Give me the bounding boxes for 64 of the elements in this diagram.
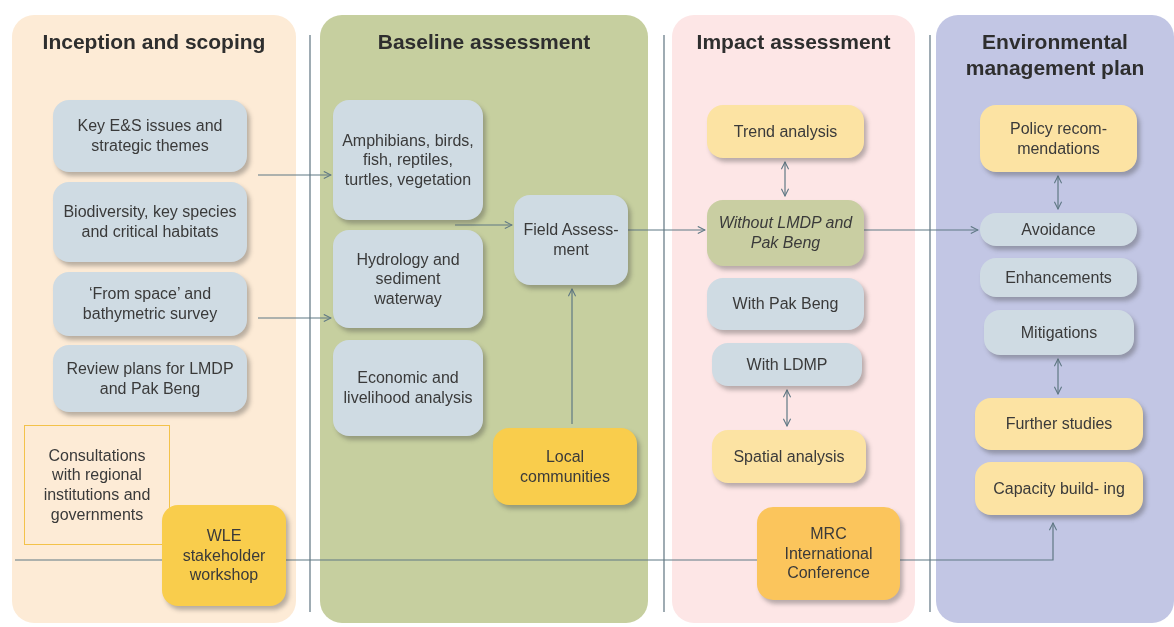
box-label: Enhancements <box>1005 267 1112 288</box>
box-label: Economic and livelihood analysis <box>342 368 474 408</box>
phase-panel <box>936 15 1174 623</box>
phase-panel <box>12 15 296 623</box>
box-label: Without LMDP and Pak Beng <box>717 213 854 253</box>
process-box <box>53 345 247 412</box>
box-label: Amphibians, birds, fish, reptiles, turtles, vegetation <box>341 130 475 190</box>
box-label: Hydrology and sediment waterway <box>355 249 461 309</box>
arrow <box>257 313 332 323</box>
arrow <box>567 288 577 425</box>
phase-heading: Baseline assessment <box>376 29 592 55</box>
process-box <box>53 182 247 262</box>
box-label: Biodiversity, key species and critical habitats <box>62 202 238 242</box>
process-box <box>333 340 483 436</box>
arrow <box>1053 175 1063 210</box>
box-label: Trend analysis <box>733 121 838 142</box>
box-label: WLE stakeholder workshop <box>181 526 267 585</box>
box-label: Field Assess- ment <box>522 220 620 260</box>
arrow <box>257 170 332 180</box>
box-label: Review plans for LMDP and Pak Beng <box>65 359 235 398</box>
box-label: Spatial analysis <box>733 446 845 467</box>
process-box <box>333 100 483 220</box>
box-label: Avoidance <box>1021 219 1096 240</box>
event-box <box>757 507 900 600</box>
arrow <box>780 161 790 197</box>
box-label: Key E&S issues and strategic themes <box>76 116 224 156</box>
process-box <box>712 430 866 483</box>
phase-heading: Environmental management plan <box>964 29 1146 82</box>
box-label: Mitigations <box>1020 322 1098 343</box>
event-box <box>162 505 286 606</box>
process-box <box>980 105 1137 172</box>
phase-heading: Inception and scoping <box>41 29 267 55</box>
process-box <box>980 213 1137 246</box>
box-label: Consultations with regional institutions and governments <box>42 445 152 525</box>
box-label: MRC International Conference <box>783 524 874 583</box>
scenario-box <box>707 200 864 266</box>
box-label: With LDMP <box>746 354 828 375</box>
arrow <box>1053 358 1063 395</box>
process-box <box>514 195 628 285</box>
phase-panel <box>672 15 915 623</box>
box-label: Local communities <box>519 447 611 486</box>
process-box <box>707 105 864 158</box>
arrow <box>627 225 706 235</box>
process-box <box>980 258 1137 297</box>
arrow <box>899 522 1058 561</box>
process-box <box>53 272 247 336</box>
note-box <box>24 425 170 545</box>
process-box <box>707 278 864 330</box>
arrow <box>863 225 979 235</box>
phase-panel <box>320 15 648 623</box>
box-label: With Pak Beng <box>732 294 839 314</box>
event-box <box>493 428 637 505</box>
box-label: ‘From space’ and bathymetric survey <box>81 284 219 324</box>
process-box <box>975 462 1143 515</box>
box-label: Policy recom- mendations <box>1009 119 1108 158</box>
process-box <box>712 343 862 386</box>
box-label: Further studies <box>1005 414 1113 434</box>
process-box <box>53 100 247 172</box>
box-label: Capacity build- ing <box>993 478 1125 499</box>
process-box <box>975 398 1143 450</box>
process-box <box>984 310 1134 355</box>
phase-heading: Impact assessment <box>695 29 892 55</box>
process-box <box>333 230 483 328</box>
arrow <box>782 389 792 427</box>
